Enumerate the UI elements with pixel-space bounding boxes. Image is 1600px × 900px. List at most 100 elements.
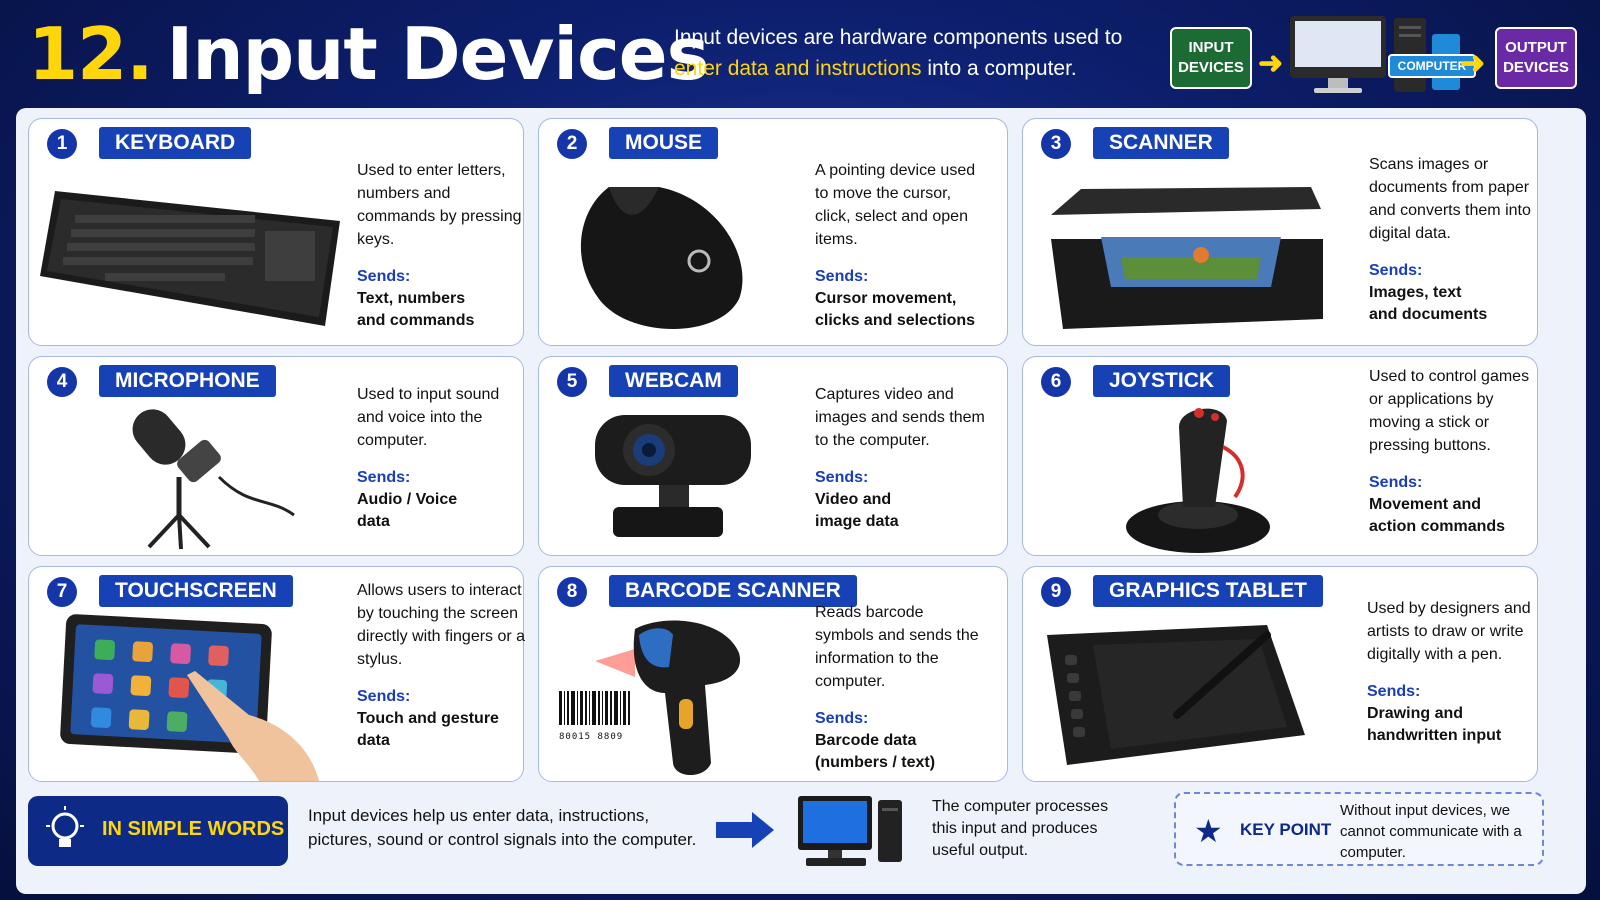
device-card-scanner: 3 SCANNER Scans images or documents from… (1022, 118, 1538, 346)
keyboard-icon (40, 191, 340, 326)
lightbulb-icon (46, 806, 84, 847)
device-number: 9 (1041, 577, 1071, 607)
sends-label: Sends: (815, 710, 869, 727)
page-title: 12.Input Devices (28, 12, 710, 96)
device-description: Scans images or documents from paper and… (1369, 153, 1539, 326)
sends-value: Movement and action commands (1369, 496, 1506, 535)
description-text: Used to enter letters, numbers and comma… (357, 162, 522, 248)
device-number: 5 (557, 367, 587, 397)
device-description: Used by designers and artists to draw or… (1367, 597, 1537, 747)
intro-highlight: enter data and instructions (674, 57, 922, 80)
key-point-label: KEY POINT (1240, 820, 1332, 839)
device-number: 1 (47, 129, 77, 159)
flow-output-box: OUTPUT DEVICES (1495, 27, 1577, 89)
sends-label: Sends: (815, 268, 869, 285)
mouse-icon (580, 187, 743, 329)
device-card-keyboard: 1 KEYBOARD Used to enter letters, number… (28, 118, 524, 346)
device-number: 8 (557, 577, 587, 607)
io-flow-diagram: INPUT DEVICES ➜ COMPUTER ➜ OUTPUT DEVICE… (1170, 14, 1580, 96)
sends-value: Video and image data (815, 491, 899, 530)
key-point-text: Without input devices, we cannot communi… (1340, 802, 1522, 861)
device-name: JOYSTICK (1093, 365, 1231, 397)
device-description: A pointing device used to move the curso… (815, 159, 985, 332)
process-text: The computer processes this input and pr… (932, 798, 1109, 859)
description-text: Used to control games or applications by… (1369, 368, 1530, 454)
simple-words-label: IN SIMPLE WORDS (102, 818, 285, 840)
sends-value: Drawing and handwritten input (1367, 705, 1502, 744)
sends-label: Sends: (357, 268, 411, 285)
title-text: Input Devices (166, 12, 710, 96)
description-text: Scans images or documents from paper and… (1369, 156, 1531, 242)
flow-input-box: INPUT DEVICES (1170, 27, 1252, 89)
joystick-icon (1126, 408, 1270, 553)
sends-label: Sends: (357, 688, 411, 705)
arrow-right-icon (716, 812, 774, 848)
barcode-digits: 80015 8809 (559, 732, 624, 742)
device-description: Reads barcode symbols and sends the info… (815, 601, 985, 774)
microphone-icon (132, 409, 295, 550)
device-card-joystick: 6 JOYSTICK Used to control games or appl… (1022, 356, 1538, 556)
intro-text: Input devices are hardware components us… (674, 22, 1144, 84)
description-text: Reads barcode symbols and sends the info… (815, 604, 979, 690)
sends-value: Cursor movement, clicks and selections (815, 290, 976, 329)
device-description: Used to enter letters, numbers and comma… (357, 159, 527, 332)
device-name: GRAPHICS TABLET (1093, 575, 1323, 607)
sends-value: Images, text and documents (1369, 284, 1488, 323)
device-card-graphics-tablet: 9 GRAPHICS TABLET Used by designers and … (1022, 566, 1538, 782)
sends-value: Touch and gesture data (357, 710, 499, 749)
devices-panel: 1 KEYBOARD Used to enter letters, number… (16, 108, 1586, 894)
intro-part1: Input devices are hardware components us… (674, 26, 1123, 49)
device-card-mouse: 2 MOUSE A pointing device used to move t… (538, 118, 1008, 346)
device-name: BARCODE SCANNER (609, 575, 857, 607)
device-number: 2 (557, 129, 587, 159)
scanner-icon (1051, 187, 1323, 329)
description-text: Used to input sound and voice into the c… (357, 386, 500, 449)
device-name: KEYBOARD (99, 127, 252, 159)
device-name: MOUSE (609, 127, 719, 159)
intro-part2: into a computer. (921, 57, 1077, 80)
device-card-microphone: 4 MICROPHONE Used to input sound and voi… (28, 356, 524, 556)
device-description: Captures video and images and sends them… (815, 383, 985, 533)
device-card-webcam: 5 WEBCAM Captures video and images and s… (538, 356, 1008, 556)
device-name: WEBCAM (609, 365, 738, 397)
star-icon: ★ (1194, 813, 1223, 849)
device-name: SCANNER (1093, 127, 1229, 159)
key-point-box: ★ KEY POINT Without input devices, we ca… (1174, 792, 1544, 866)
webcam-icon (595, 415, 751, 537)
flow-arrow-icon: ➜ (1460, 47, 1486, 80)
device-number: 3 (1041, 129, 1071, 159)
desktop-computer-icon (798, 796, 902, 866)
sends-value: Audio / Voice data (357, 491, 458, 530)
device-card-touchscreen: 7 TOUCHSCREEN Allows users to interact b… (28, 566, 527, 782)
device-number: 4 (47, 367, 77, 397)
touchscreen-icon (60, 614, 319, 781)
title-number: 12. (28, 12, 154, 96)
sends-label: Sends: (1367, 683, 1421, 700)
device-card-barcode-scanner: 8 BARCODE SCANNER (538, 566, 1008, 782)
device-number: 6 (1041, 367, 1071, 397)
sends-label: Sends: (815, 469, 869, 486)
sends-value: Barcode data (numbers / text) (815, 732, 936, 771)
device-number: 7 (47, 577, 77, 607)
simple-words-text: Input devices help us enter data, instru… (308, 806, 697, 849)
description-text: Used by designers and artists to draw or… (1367, 600, 1531, 663)
sends-label: Sends: (357, 469, 411, 486)
description-text: Allows users to interact by touching the… (357, 582, 526, 668)
device-description: Used to control games or applications by… (1369, 365, 1539, 538)
device-name: TOUCHSCREEN (99, 575, 293, 607)
in-simple-words-badge: IN SIMPLE WORDS (28, 796, 288, 866)
sends-label: Sends: (1369, 262, 1423, 279)
device-description: Allows users to interact by touching the… (357, 579, 527, 752)
device-description: Used to input sound and voice into the c… (357, 383, 527, 533)
description-text: Captures video and images and sends them… (815, 386, 985, 449)
sends-value: Text, numbers and commands (357, 290, 475, 329)
description-text: A pointing device used to move the curso… (815, 162, 976, 248)
barcode-scanner-icon (595, 620, 741, 775)
flow-arrow-icon: ➜ (1258, 47, 1284, 80)
sends-label: Sends: (1369, 474, 1423, 491)
barcode-graphic: 80015 8809 (559, 691, 639, 742)
barcode-icon (559, 691, 630, 725)
flow-computer-label: COMPUTER (1388, 54, 1476, 78)
graphics-tablet-icon (1047, 625, 1305, 765)
device-name: MICROPHONE (99, 365, 276, 397)
